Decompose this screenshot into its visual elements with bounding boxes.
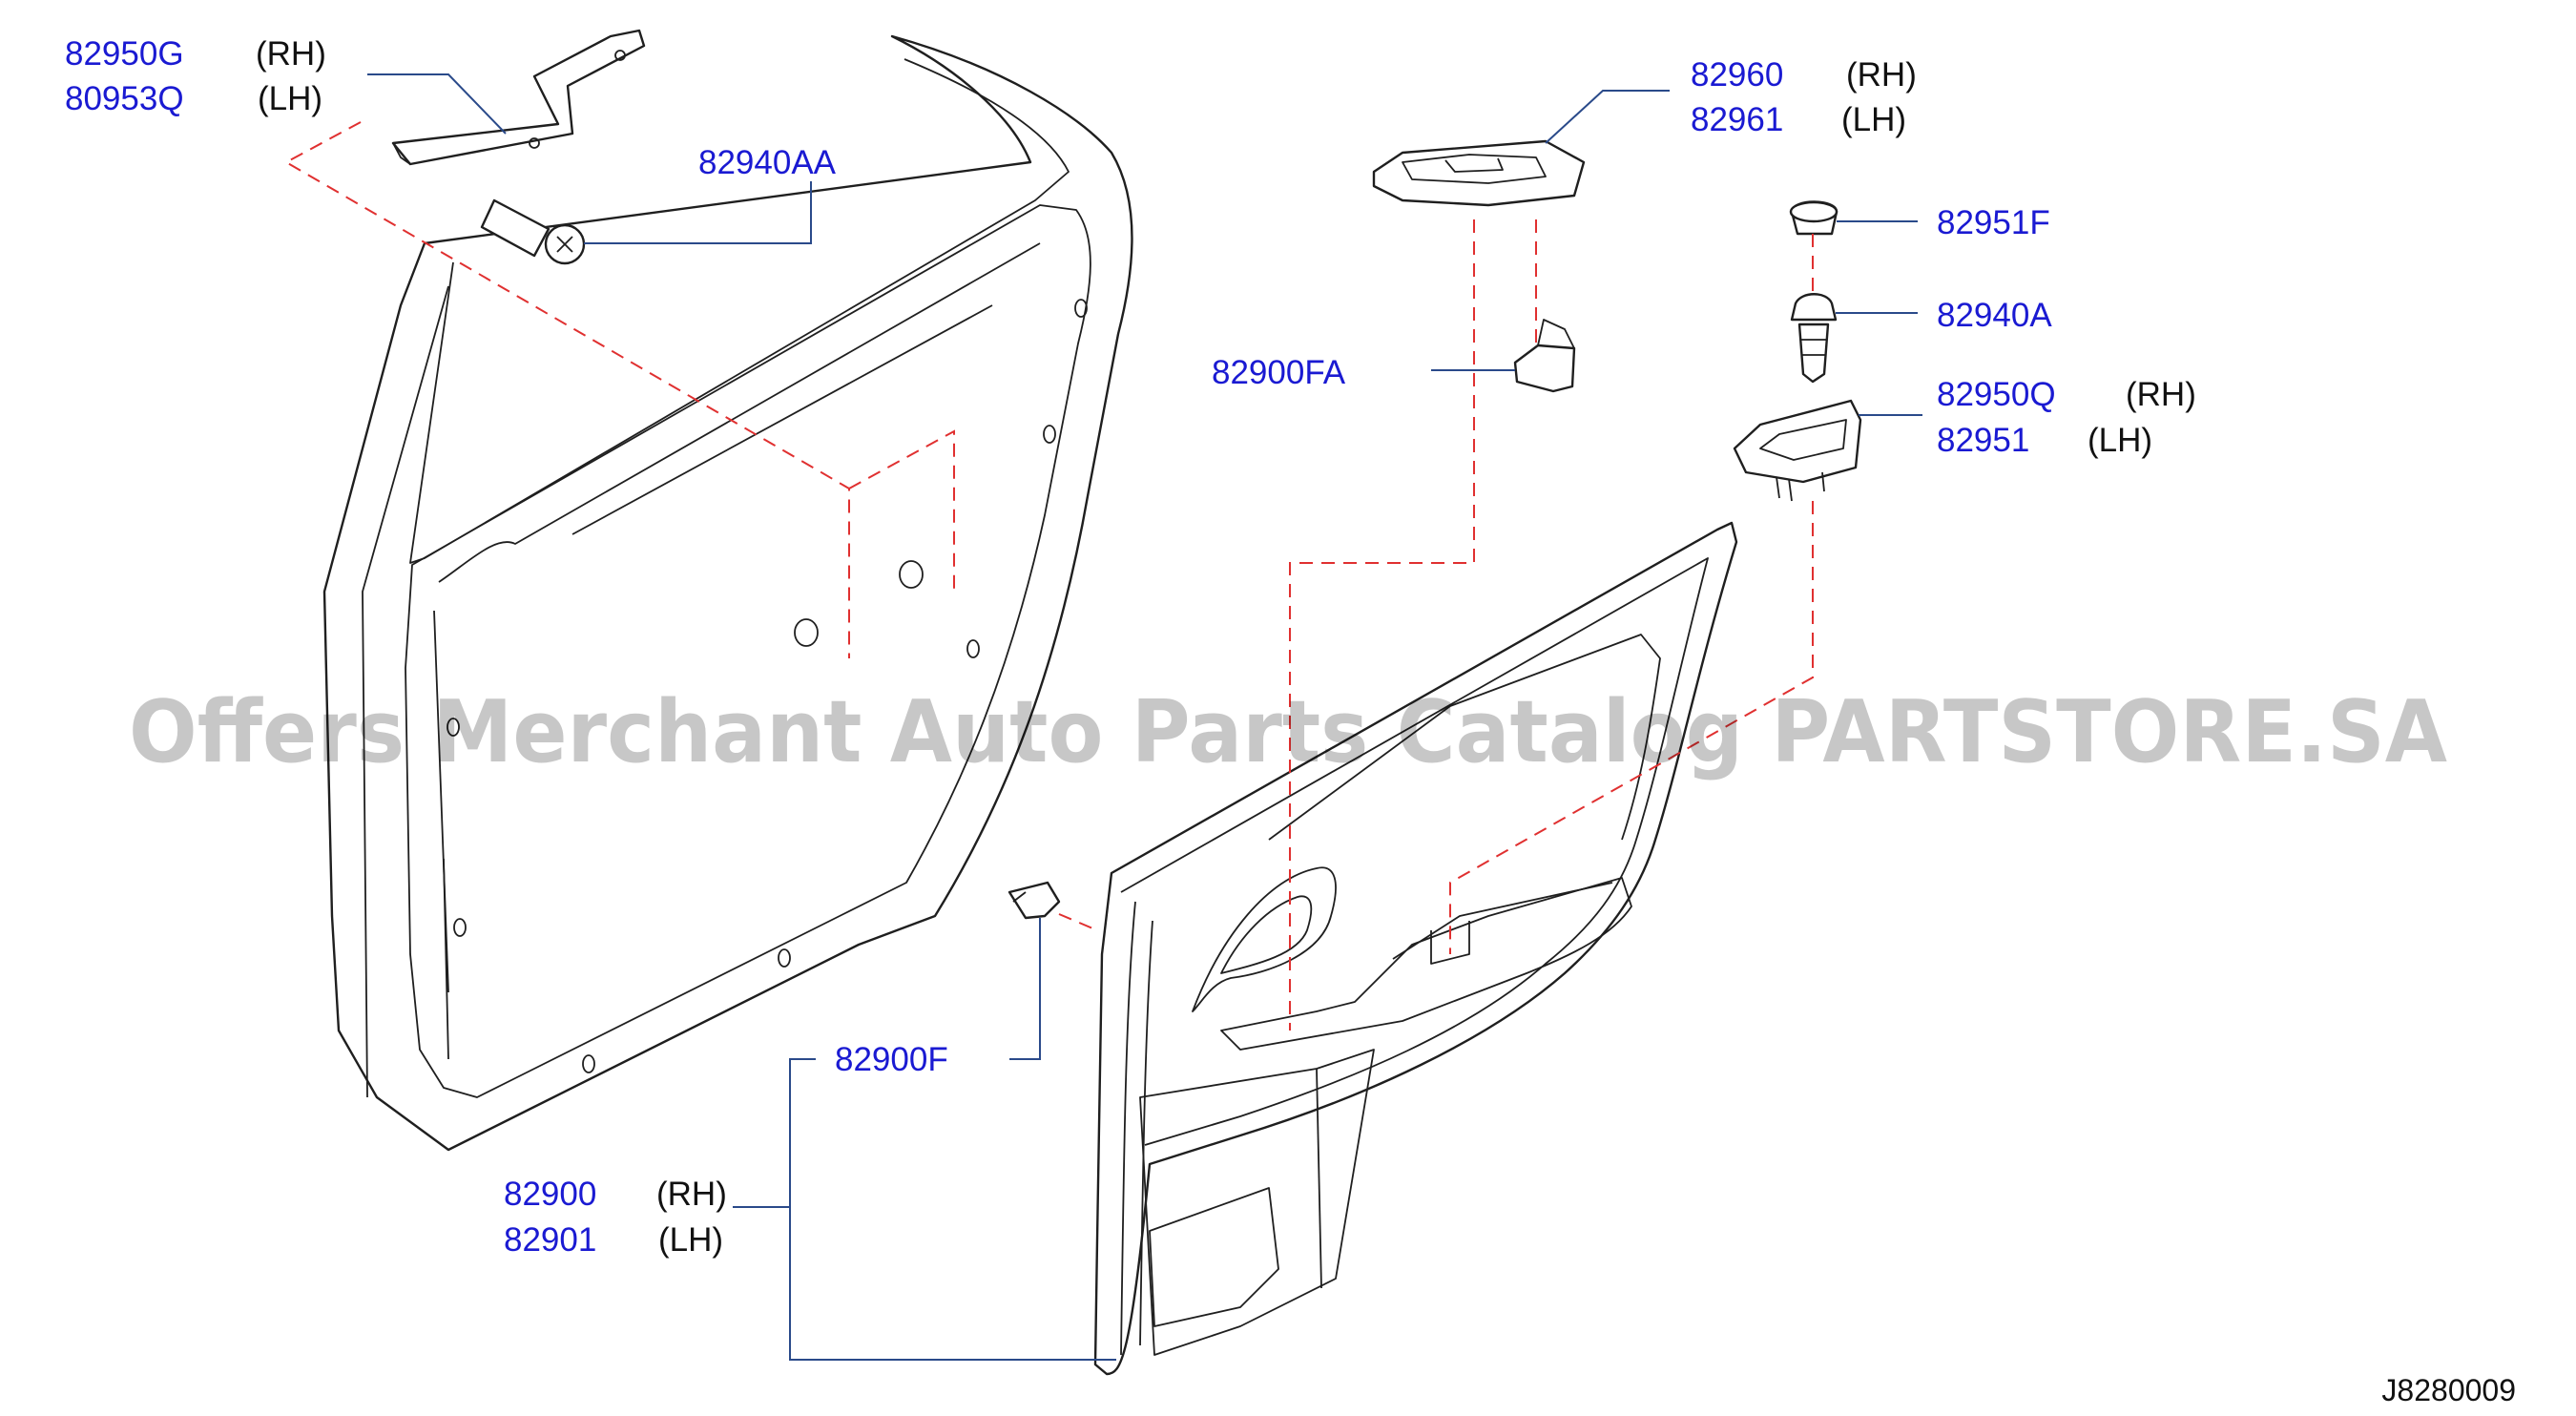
part-number-82951f[interactable]: 82951F [1937, 204, 2050, 241]
clip-82940aa [480, 198, 586, 265]
handle-cover-82950q [1733, 399, 1862, 502]
watermark-text: Offers Merchant Auto Parts Catalog PARTS… [129, 682, 2447, 782]
clip-82900f [1008, 881, 1061, 920]
guide-lines [283, 121, 1814, 1031]
part-number-80953q[interactable]: 80953Q [65, 80, 184, 117]
part-number-82960[interactable]: 82960 [1691, 56, 1783, 94]
screw-82940a [1790, 293, 1838, 384]
leader-lines [367, 73, 1922, 1361]
side-label-lh: (LH) [258, 80, 322, 117]
diagram-reference-code: J8280009 [2381, 1373, 2516, 1407]
part-number-82940a[interactable]: 82940A [1937, 297, 2052, 334]
part-number-82900f[interactable]: 82900F [835, 1041, 948, 1078]
clip-82900fa [1513, 319, 1576, 393]
part-number-82950g[interactable]: 82950G [65, 35, 184, 73]
switch-finisher-82960 [1372, 139, 1586, 207]
door-trim-panel [1093, 521, 1738, 1376]
part-number-82950q[interactable]: 82950Q [1937, 376, 2056, 413]
side-label-lh: (LH) [1841, 101, 1906, 138]
side-label-lh: (LH) [658, 1221, 723, 1259]
side-label-rh: (RH) [656, 1176, 727, 1213]
side-label-rh: (RH) [1846, 56, 1917, 94]
side-label-rh: (RH) [2126, 376, 2196, 413]
grommet-82951f [1789, 200, 1839, 236]
side-label-rh: (RH) [256, 35, 326, 73]
part-labels: 82950G (RH) 80953Q (LH) 82940AA 82960 (R… [65, 35, 2196, 1259]
bracket-82950g [391, 29, 646, 166]
part-number-82961[interactable]: 82961 [1691, 101, 1783, 138]
part-number-82940aa[interactable]: 82940AA [698, 144, 837, 181]
part-number-82900fa[interactable]: 82900FA [1212, 354, 1346, 391]
part-number-82901[interactable]: 82901 [504, 1221, 596, 1259]
part-number-82900[interactable]: 82900 [504, 1176, 596, 1213]
side-label-lh: (LH) [2088, 422, 2152, 459]
part-number-82951[interactable]: 82951 [1937, 422, 2029, 459]
door-inner-panel [322, 34, 1133, 1152]
